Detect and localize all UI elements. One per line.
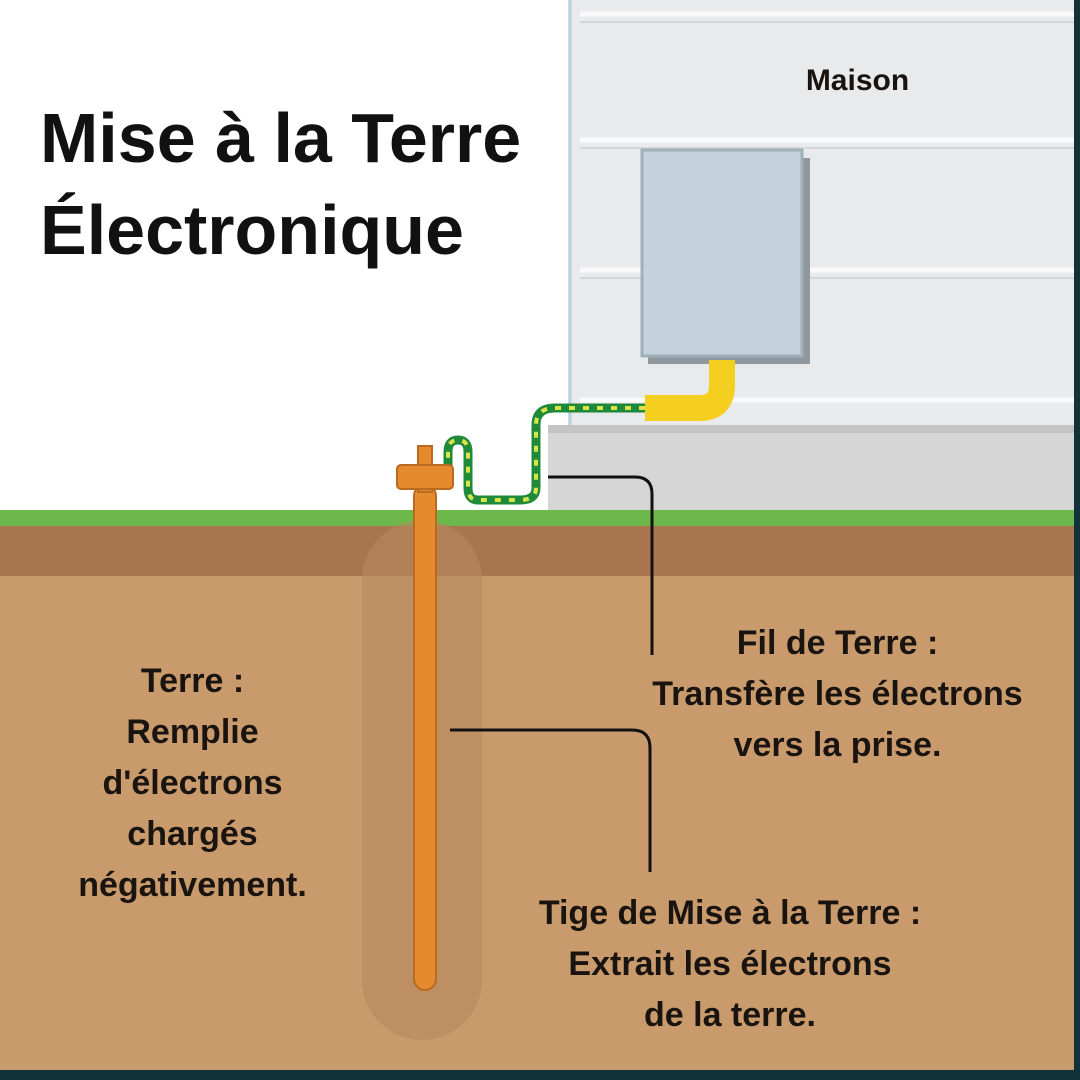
ground-wire-leader-line bbox=[548, 475, 654, 655]
ground-wire bbox=[443, 403, 645, 505]
house-label: Maison bbox=[805, 64, 910, 97]
ground-layers bbox=[0, 510, 1080, 1070]
ground-rod bbox=[396, 445, 454, 991]
ground-wire-label: Fil de Terre : Transfère les électrons v… bbox=[652, 624, 1023, 764]
yellow-conduit bbox=[645, 360, 735, 421]
ground-rod-label: Tige de Mise à la Terre : Extrait les él… bbox=[538, 894, 922, 1034]
ground-rod-leader-line bbox=[450, 728, 652, 872]
frame-border bbox=[0, 1070, 1080, 1080]
house-foundation bbox=[548, 425, 1080, 510]
electrical-panel bbox=[640, 148, 810, 364]
earth-label: Terre : Remplie d'électrons chargés néga… bbox=[78, 662, 307, 904]
